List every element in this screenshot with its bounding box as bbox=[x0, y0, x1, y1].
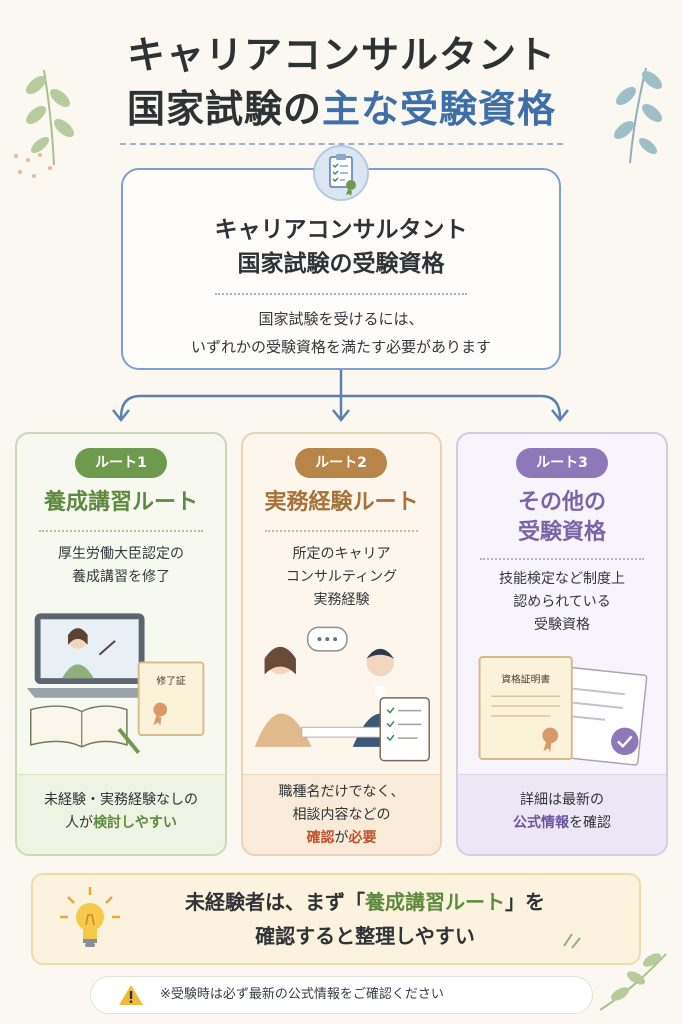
route2-foot-mid: が bbox=[334, 830, 349, 846]
tip-line1-suffix: 」を bbox=[505, 890, 545, 914]
route2-title: 実務経験ルート bbox=[264, 490, 419, 515]
route3-foot-highlight: 公式情報 bbox=[513, 815, 569, 831]
route1-badge: ルート1 bbox=[75, 448, 167, 478]
title-divider bbox=[120, 143, 563, 145]
route3-description: 技能検定など制度上 認められている 受験資格 bbox=[458, 568, 666, 637]
leaf-decoration-bottom bbox=[599, 953, 667, 1011]
route3-title-line2: 受験資格 bbox=[517, 520, 606, 545]
route-card-3: ルート3 その他の 受験資格 技能検定など制度上 認められている 受験資格 資格… bbox=[456, 432, 668, 856]
main-title: キャリアコンサルタント 国家試験の受験資格 bbox=[121, 213, 561, 281]
certificate-label: 修了証 bbox=[156, 674, 186, 687]
route2-footer: 職種名だけでなく、 相談内容などの 確認が必要 bbox=[243, 774, 440, 854]
clipboard-checklist-icon bbox=[313, 145, 369, 201]
route3-foot-line1: 詳細は最新の bbox=[520, 792, 604, 808]
route2-desc-line1: 所定のキャリア bbox=[292, 546, 391, 562]
main-title-line2: 国家試験の受験資格 bbox=[237, 251, 445, 277]
route1-title: 養成講習ルート bbox=[43, 490, 198, 515]
route3-desc-line3: 受験資格 bbox=[534, 617, 590, 633]
main-qualification-box bbox=[121, 168, 561, 370]
dots-decoration bbox=[14, 153, 52, 178]
leaf-decoration-left bbox=[26, 69, 74, 166]
title-line2-prefix: 国家試験の bbox=[126, 87, 322, 131]
tip-line1-highlight: 養成講習ルート bbox=[365, 890, 505, 914]
route1-description: 厚生労働大臣認定の 養成講習を修了 bbox=[17, 543, 225, 589]
route1-divider bbox=[39, 530, 203, 532]
route2-description: 所定のキャリア コンサルティング 実務経験 bbox=[243, 543, 440, 612]
route3-desc-line2: 認められている bbox=[513, 594, 611, 610]
route1-foot-prefix: 人が bbox=[65, 815, 94, 831]
route2-foot-highlight2: 必要 bbox=[348, 830, 377, 846]
main-title-line1: キャリアコンサルタント bbox=[214, 217, 468, 243]
online-lecture-illustration: 修了証 bbox=[26, 613, 205, 754]
qualification-certificate-label: 資格証明書 bbox=[501, 672, 550, 685]
page-title: キャリアコンサルタント 国家試験の主な受験資格 bbox=[0, 28, 683, 136]
tip-line1-prefix: 未経験者は、まず「 bbox=[185, 890, 365, 914]
route2-desc-line2: コンサルティング bbox=[285, 569, 398, 585]
route2-foot-line2: 相談内容などの bbox=[292, 807, 391, 823]
qualification-certificate-illustration: 資格証明書 bbox=[478, 656, 648, 766]
route1-desc-line2: 養成講習を修了 bbox=[72, 569, 170, 585]
route1-footer: 未経験・実務経験なしの 人が検討しやすい bbox=[17, 774, 225, 854]
leaf-decoration-right bbox=[614, 67, 662, 164]
lightbulb-icon bbox=[60, 887, 120, 947]
route1-foot-highlight: 検討しやすい bbox=[93, 815, 177, 831]
tip-message: 未経験者は、まず「養成講習ルート」を 確認すると整理しやすい bbox=[130, 885, 600, 953]
main-description: 国家試験を受けるには、 いずれかの受験資格を満たす必要があります bbox=[121, 305, 561, 361]
route3-title-line1: その他の bbox=[517, 490, 606, 515]
route-connector-arrows bbox=[112, 370, 569, 423]
route2-foot-line1: 職種名だけでなく、 bbox=[278, 784, 405, 800]
notice-text: ※受験時は必ず最新の公式情報をご確認ください bbox=[160, 987, 444, 1002]
route-card-2: ルート2 実務経験ルート 所定のキャリア コンサルティング 実務経験 職種名だけ… bbox=[241, 432, 442, 856]
route1-foot-line2: 人が検討しやすい bbox=[17, 812, 225, 835]
title-line2: 国家試験の主な受験資格 bbox=[0, 82, 683, 136]
notice-box bbox=[90, 976, 593, 1014]
warning-icon bbox=[119, 985, 143, 1005]
tip-line2: 確認すると整理しやすい bbox=[255, 924, 475, 948]
main-desc-line1: 国家試験を受けるには、 bbox=[258, 310, 424, 328]
route3-foot-line2: 公式情報を確認 bbox=[458, 812, 666, 835]
route2-foot-line3: 確認が必要 bbox=[243, 827, 440, 850]
route1-foot-line1: 未経験・実務経験なしの bbox=[44, 792, 198, 808]
sparkle-decoration bbox=[563, 933, 581, 949]
tip-box bbox=[31, 873, 641, 965]
title-line1: キャリアコンサルタント bbox=[126, 33, 556, 77]
route-card-1: ルート1 養成講習ルート 厚生労働大臣認定の 養成講習を修了 修了証 未経験・実… bbox=[15, 432, 227, 856]
route2-foot-highlight1: 確認 bbox=[306, 830, 335, 846]
route3-divider bbox=[480, 558, 644, 560]
route2-desc-line3: 実務経験 bbox=[313, 592, 370, 608]
main-desc-line2: いずれかの受験資格を満たす必要があります bbox=[190, 338, 491, 356]
title-line2-accent: 主な受験資格 bbox=[322, 87, 557, 131]
consultation-illustration bbox=[254, 626, 430, 762]
route3-title: その他の 受験資格 bbox=[458, 488, 666, 548]
route3-foot-suffix: を確認 bbox=[569, 815, 611, 831]
route1-desc-line1: 厚生労働大臣認定の bbox=[58, 546, 184, 562]
route2-badge: ルート2 bbox=[295, 448, 387, 478]
main-divider bbox=[215, 293, 467, 295]
route3-desc-line1: 技能検定など制度上 bbox=[499, 571, 625, 587]
route2-divider bbox=[265, 530, 418, 532]
tip-line1: 未経験者は、まず「養成講習ルート」を bbox=[130, 885, 600, 919]
route3-badge: ルート3 bbox=[516, 448, 608, 478]
route3-footer: 詳細は最新の 公式情報を確認 bbox=[458, 774, 666, 854]
